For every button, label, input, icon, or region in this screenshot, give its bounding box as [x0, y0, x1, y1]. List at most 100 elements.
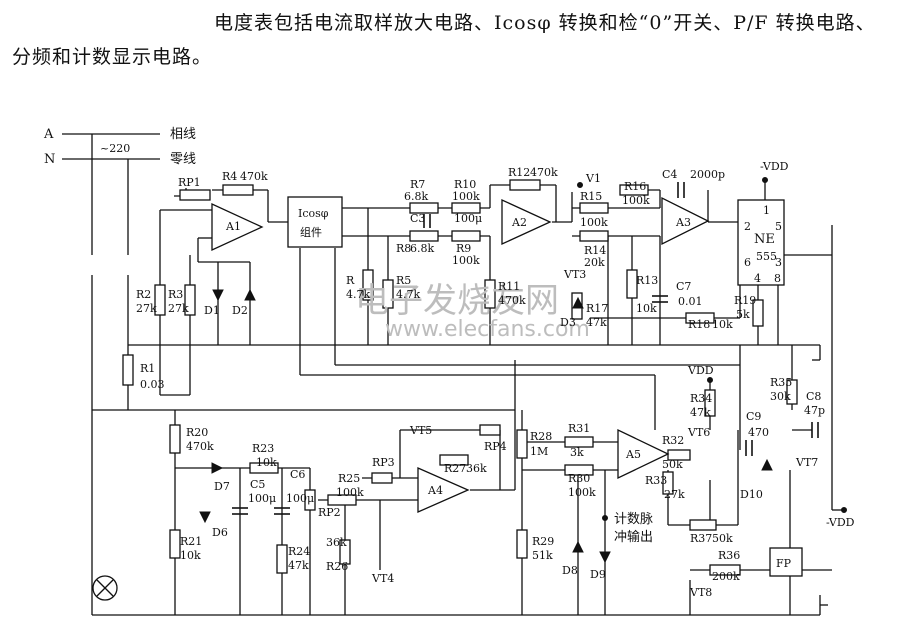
label-R12: R12 [508, 166, 530, 179]
label-pin4: 4 [754, 272, 761, 285]
label-R19: R19 [734, 294, 756, 307]
label-VT6: VT6 [687, 426, 710, 439]
label-D2: D2 [232, 304, 248, 317]
label-R25v: 100k [336, 486, 364, 499]
label-FP: FP [776, 557, 792, 570]
D2-diode [244, 288, 256, 301]
label-R27: R27 [444, 462, 466, 475]
label-A3: A3 [675, 216, 691, 229]
label-R28: R28 [530, 430, 552, 443]
R28-resistor [516, 429, 528, 459]
label-R10: R10 [454, 178, 476, 191]
ne555-chip [737, 199, 785, 286]
label-D7: D7 [214, 480, 230, 493]
R25-resistor [327, 494, 357, 506]
R33-resistor [662, 471, 674, 495]
RP3-resistor [371, 472, 393, 484]
label-R34v: 47k [690, 406, 711, 419]
label-pin5: 5 [775, 220, 782, 233]
R7-resistor [409, 202, 439, 214]
lamp-cross [96, 359, 828, 606]
label-R32: R32 [662, 434, 684, 447]
D3-diode [572, 296, 584, 309]
R30-resistor [564, 464, 594, 476]
label-C7v: 0.01 [678, 295, 703, 308]
label-C8: C8 [806, 390, 821, 403]
label-phase: 相线 [170, 127, 196, 142]
label-R36v: 200k [712, 570, 740, 583]
R16-resistor [619, 184, 649, 196]
label-R8v: 6.8k [410, 242, 434, 255]
label-C3: C3 [410, 212, 425, 225]
label-A5: A5 [625, 448, 641, 461]
label-C9: C9 [746, 410, 761, 423]
label-R2: R2 [136, 288, 151, 301]
R11-resistor [484, 279, 496, 309]
label-N: N [44, 152, 55, 167]
R19-resistor [752, 299, 764, 327]
label-R15v: 100k [580, 216, 608, 229]
label-C5v: 100μ [248, 492, 276, 505]
R34-resistor [704, 389, 716, 417]
label-icos2: 组件 [300, 225, 322, 239]
label-R9: R9 [456, 242, 471, 255]
R9-resistor [451, 230, 481, 242]
label-VT7: VT7 [795, 456, 818, 469]
R3-resistor [184, 284, 196, 316]
label-R18: R18 [688, 318, 710, 331]
D8-diode [572, 540, 584, 553]
label-D1: D1 [204, 304, 220, 317]
label-R20v: 470k [186, 440, 214, 453]
label-VT8: VT8 [689, 586, 712, 599]
label-C3v: 100μ [454, 212, 482, 225]
label-neutral: 零线 [170, 152, 196, 167]
label-D10: D10 [740, 488, 763, 501]
label-R21: R21 [180, 535, 202, 548]
label-C4: C4 [662, 168, 677, 181]
label-R14: R14 [584, 244, 606, 257]
label-Rx: R [346, 274, 355, 287]
R36-resistor [709, 564, 741, 576]
R20-resistor [169, 424, 181, 454]
label-R17v: 47k [586, 316, 607, 329]
label-R35v: 30k [770, 390, 791, 403]
label-R15: R15 [580, 190, 602, 203]
label-R19v: 5k [736, 308, 750, 321]
capacitors [232, 182, 819, 515]
label-C7: C7 [676, 280, 691, 293]
R5-resistor [382, 279, 394, 309]
label-R29: R29 [532, 535, 554, 548]
A4-opamp [417, 467, 470, 513]
caption-line-1: 电度表包括电流取样放大电路、Icosφ 转换和检“0”开关、P/F 转换电路、 [214, 12, 876, 34]
label-R24: R24 [288, 545, 310, 558]
R32-resistor [667, 449, 691, 461]
label-C9v: 470 [748, 426, 769, 439]
label-R31: R31 [568, 422, 590, 435]
label-R21v: 10k [180, 549, 201, 562]
label-R20: R20 [186, 426, 208, 439]
R14-resistor [579, 230, 609, 242]
label-C6: C6 [290, 468, 305, 481]
label-R3v: 27k [168, 302, 189, 315]
D9-diode [599, 551, 611, 564]
label-R33: R33 [645, 474, 667, 487]
label-V1: V1 [585, 172, 601, 185]
label-R13: R13 [636, 274, 658, 287]
label-R26v: 36k [326, 536, 347, 549]
label-C4v: 2000p [690, 168, 725, 181]
label-RP1: RP1 [178, 176, 201, 189]
A2-opamp [501, 198, 552, 246]
label-Rxv: 4.7k [346, 288, 370, 301]
label-voltage: ~220 [100, 142, 130, 155]
label-R18v: 10k [712, 318, 733, 331]
R10-resistor [451, 202, 481, 214]
label-R23: R23 [252, 442, 274, 455]
label-R1: R1 [140, 362, 155, 375]
label-R37v: 50k [712, 532, 733, 545]
RP1-resistor [179, 189, 211, 201]
label-R36: R36 [718, 549, 740, 562]
label-R8: R8 [396, 242, 411, 255]
label-R26: R26 [326, 560, 348, 573]
label-R7v: 6.8k [404, 190, 428, 203]
label-R16v: 100k [622, 194, 650, 207]
